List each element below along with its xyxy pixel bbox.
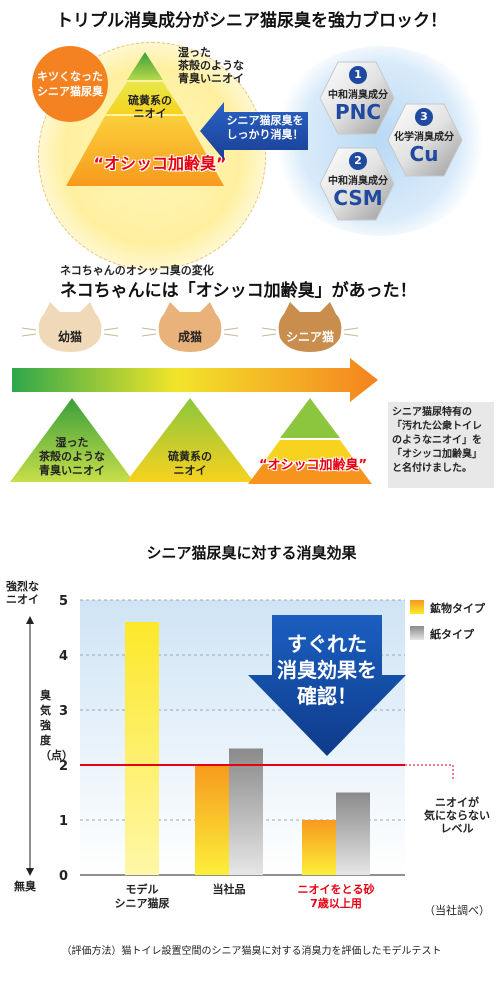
pyramid-bottom-text: “オシッコ加齢臭” — [93, 154, 227, 173]
stage-cat-kitten: 幼猫 — [57, 330, 82, 344]
deodorize-arrow — [200, 102, 308, 160]
stage-cat-senior: シニア猫 — [285, 330, 334, 344]
chart-title: シニア猫尿臭に対する消臭効果 — [146, 544, 357, 562]
ingredient-3-number: 3 — [415, 108, 433, 126]
threshold-label: ニオイが 気にならない レベル — [424, 796, 490, 835]
x-category-label: モデル — [126, 882, 159, 896]
callout-text: すぐれた — [287, 632, 367, 656]
x-category-label: 当社品 — [213, 882, 246, 896]
glow-ring — [38, 42, 266, 270]
y-tick-label: 0 — [59, 869, 68, 884]
smell-pyramid — [66, 52, 224, 186]
legend-swatch-mineral — [410, 600, 424, 614]
stage-pyramid-senior — [280, 398, 340, 438]
callout-text: 確認！ — [297, 684, 357, 708]
ingredient-1: 1 中和消臭成分 PNC — [320, 66, 396, 123]
stage-pyramid-senior-mid — [264, 440, 356, 462]
stage-pyramid-senior-base — [248, 464, 372, 484]
ingredient-1-label: 中和消臭成分 — [328, 90, 388, 101]
cat-head-adult — [158, 302, 222, 352]
aging-urine-badge: キツくなった シニア猫尿臭 — [32, 46, 108, 122]
headline: トリプル消臭成分がシニア猫尿臭を強力ブロック！ — [56, 11, 447, 31]
x-category-label: シニア猫尿 — [115, 896, 170, 910]
stage-pyramid-kitten — [10, 398, 134, 482]
y-tick-label: 4 — [59, 649, 68, 664]
stage-smell-kitten: 湿った 茶殻のような 青臭いニオイ — [39, 436, 105, 477]
stage-smell-senior: “オシッコ加齢臭” — [258, 458, 368, 473]
threshold-connector — [405, 764, 454, 781]
legend-mineral: 鉱物タイプ — [430, 602, 485, 615]
change-subtitle: ネコちゃんのオシッコ臭の変化 — [60, 264, 214, 277]
ingredient-3-label: 化学消臭成分 — [394, 132, 454, 143]
naming-note: シニア猫尿特有の「汚れた公衆トイレのようなニオイ」を「オシッコ加齢臭」と名付けま… — [388, 402, 494, 488]
hexagon-2 — [319, 147, 395, 221]
y-bottom-label: 無臭 — [14, 880, 36, 893]
y-tick-label: 3 — [59, 704, 68, 719]
ingredient-2-name: CSM — [333, 186, 383, 210]
change-graphics — [10, 302, 378, 484]
y-tick-label: 5 — [59, 594, 68, 609]
change-title: ネコちゃんには「オシッコ加齢臭」があった！ — [60, 281, 417, 301]
ingredient-2-label: 中和消臭成分 — [328, 176, 388, 187]
stage-smell-adult: 硫黄系の ニオイ — [168, 450, 212, 477]
legend-paper: 紙タイプ — [430, 628, 474, 641]
x-category-label: 7歳以上用 — [310, 896, 362, 910]
evaluation-method: （評価方法）猫トイレ設置空間のシニア猫臭に対する消臭力を評価したモデルテスト — [61, 946, 442, 957]
x-category-label: ニオイをとる砂 — [298, 882, 375, 896]
aging-arrow — [12, 358, 378, 402]
legend-swatch-paper — [410, 626, 424, 640]
pyramid-top-layer — [127, 52, 163, 80]
pyramid-bottom-layer — [66, 116, 224, 186]
callout-arrow — [248, 615, 406, 756]
pyramid-mid-layer — [106, 82, 184, 114]
pyramid-mid-text: 硫黄系の ニオイ — [128, 94, 172, 120]
callout-text: 消臭効果を — [277, 658, 377, 682]
y-tick-label: 2 — [59, 759, 68, 774]
ingredient-1-name: PNC — [334, 100, 382, 124]
ingredient-1-number: 1 — [349, 66, 367, 84]
ingredient-2: 2 中和消臭成分 CSM — [320, 152, 396, 209]
bar-paper — [336, 792, 370, 875]
y-top-label: 強烈な ニオイ — [6, 580, 39, 606]
bar-mineral — [125, 622, 159, 875]
cat-head-kitten — [38, 302, 102, 352]
hexagon-3 — [387, 103, 463, 177]
cat-head-senior — [278, 302, 342, 352]
hexagon-1 — [319, 61, 395, 135]
source-note: （当社調べ） — [424, 904, 490, 917]
bar-mineral — [195, 765, 229, 875]
ingredient-2-number: 2 — [349, 152, 367, 170]
stage-cat-adult: 成猫 — [177, 330, 202, 344]
ingredient-3: 3 化学消臭成分 Cu — [386, 108, 462, 165]
y-tick-label: 1 — [59, 814, 68, 829]
arrow-text: シニア猫尿臭を しっかり消臭！ — [226, 114, 304, 141]
bar-paper — [229, 748, 263, 875]
pyramid-top-text: 湿った 茶殻のような 青臭いニオイ — [178, 46, 244, 85]
badge-text: キツくなった シニア猫尿臭 — [37, 70, 103, 98]
bar-mineral — [302, 820, 336, 875]
ingredient-hexagons — [319, 61, 463, 221]
stage-pyramid-adult — [126, 398, 254, 482]
ingredient-3-name: Cu — [409, 142, 439, 166]
